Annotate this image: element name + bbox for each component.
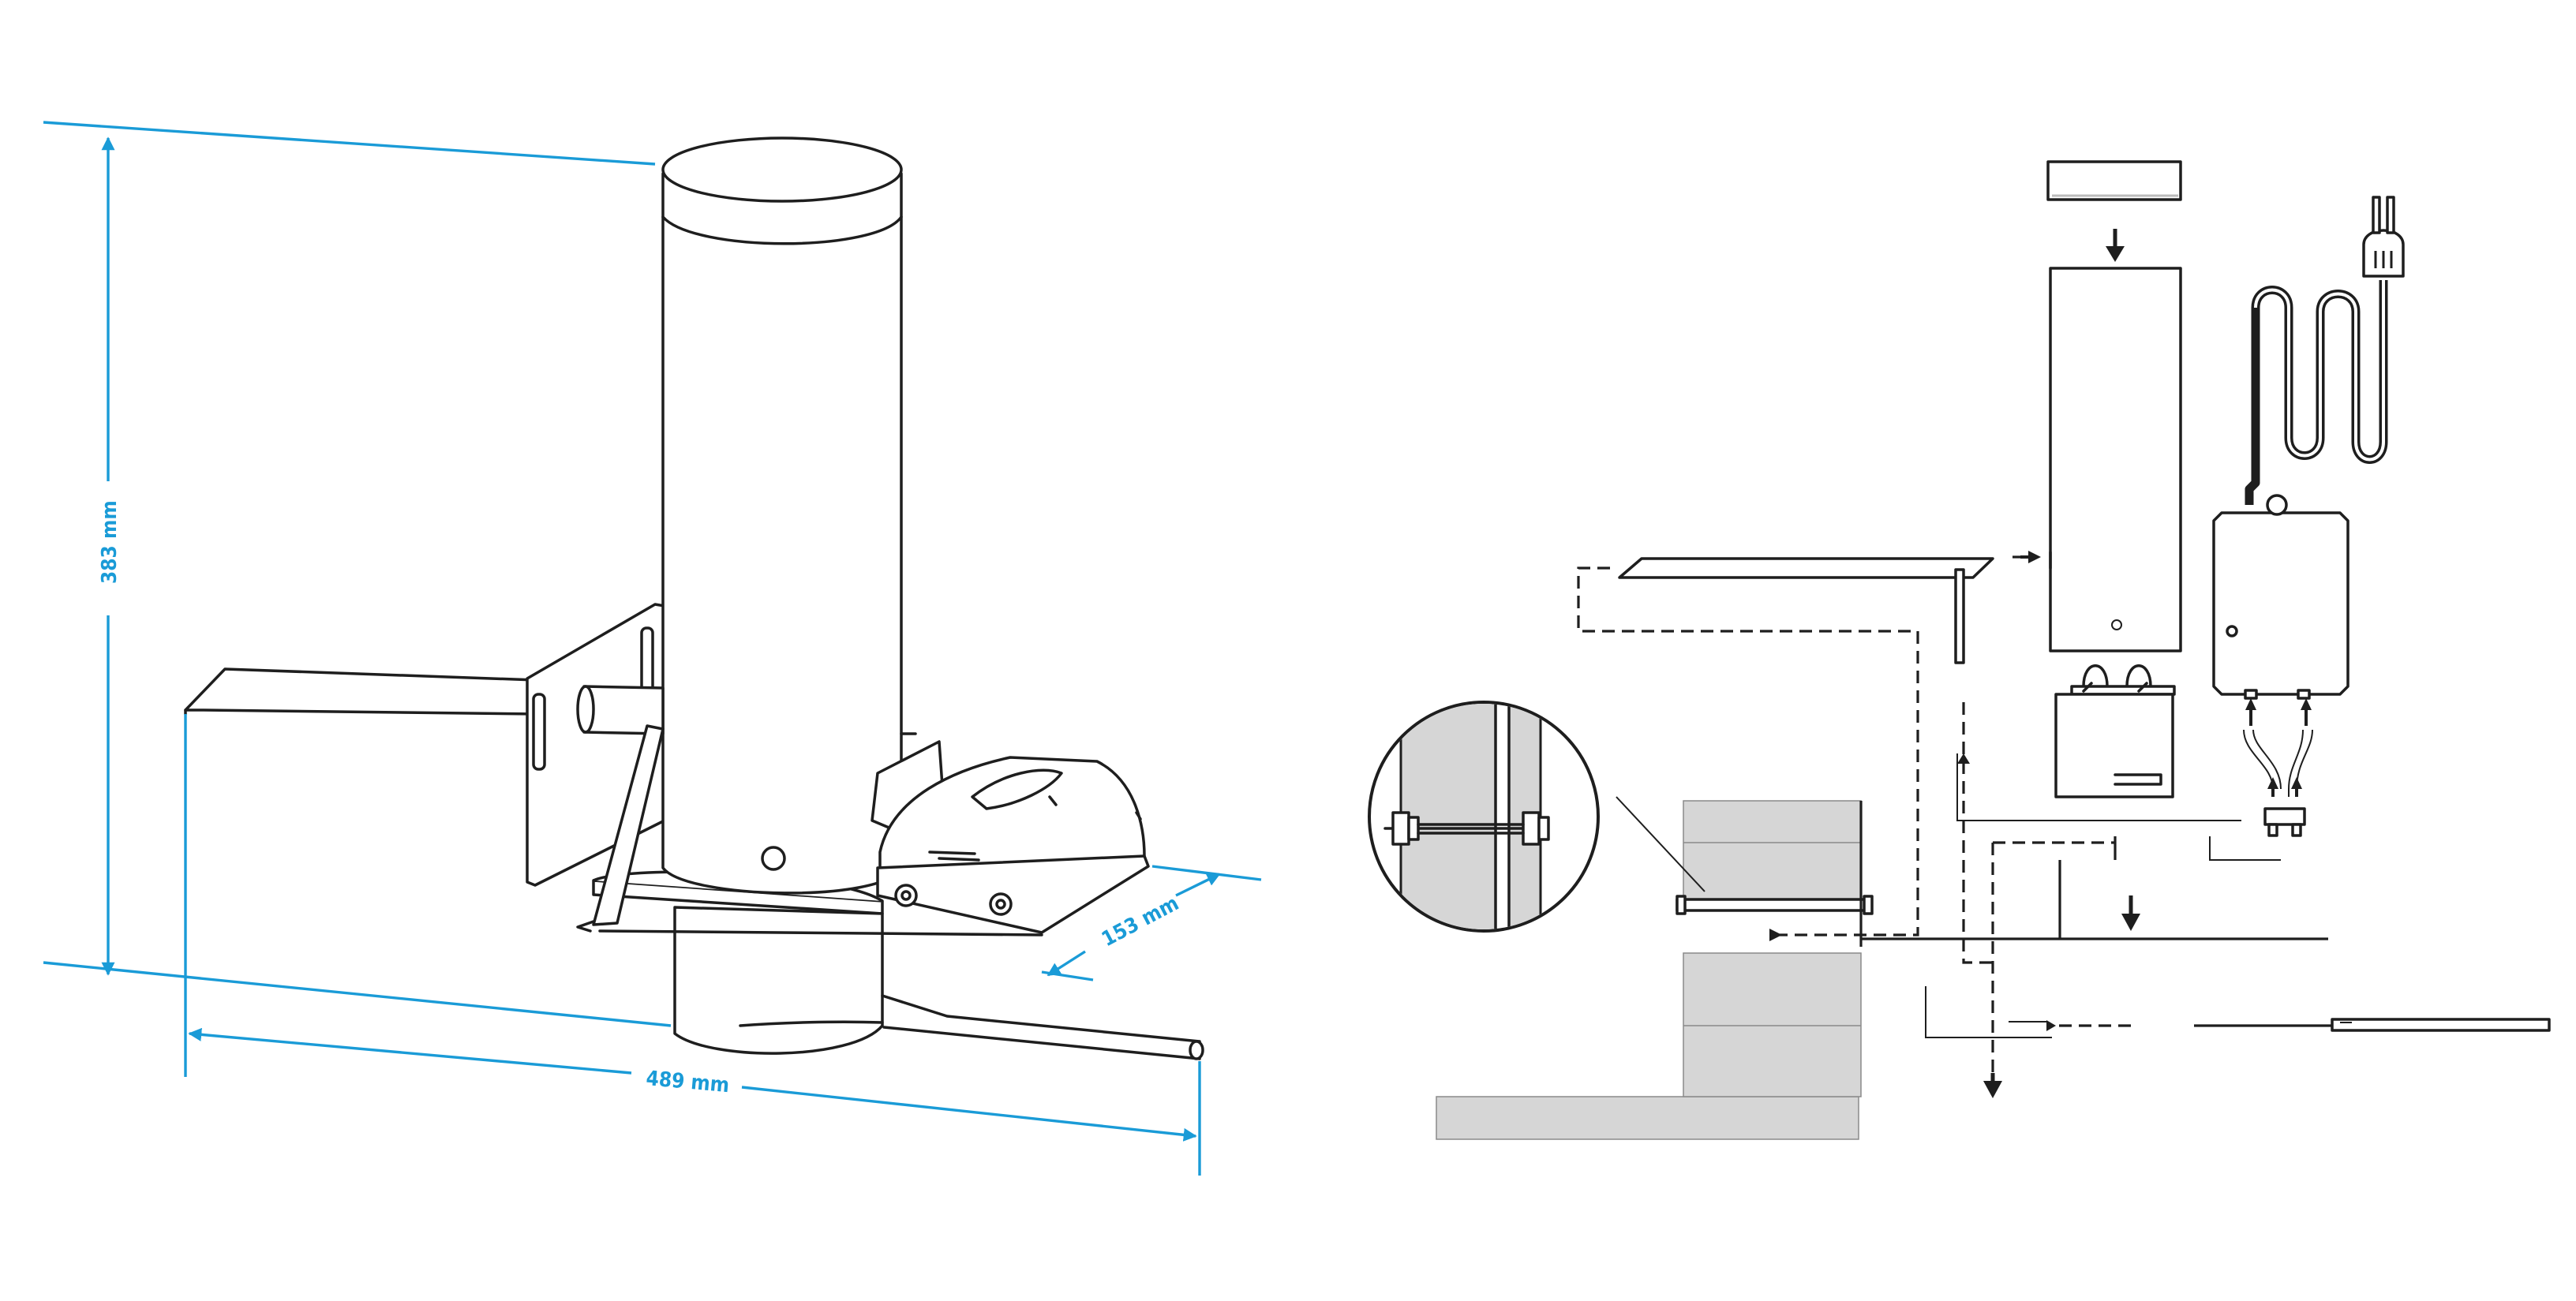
arrow-left-icon: [1769, 929, 1782, 941]
dashed-assembly-paths: [1577, 555, 2131, 1081]
container-body: [2049, 267, 2182, 652]
depth-label: 153 mm: [1098, 892, 1182, 951]
arm-plate: [1618, 557, 1994, 664]
sensor-rod: [2194, 1018, 2551, 1032]
foundation-blocks: [1436, 800, 1862, 1140]
arrow-left-icon: [2046, 1020, 2056, 1031]
detail-circle: [1368, 701, 1705, 933]
arrow-down-icon: [2121, 914, 2140, 931]
arrow-down-icon: [1983, 1081, 2002, 1098]
ground-lines: [1861, 836, 2328, 1038]
height-dimension: 383 mm: [43, 121, 672, 1027]
height-label: 383 mm: [98, 500, 122, 584]
arrow-up-icon: [1957, 753, 1970, 764]
support-bracket: [576, 685, 665, 933]
mounting-arm: [184, 667, 538, 716]
motor-front: [2054, 664, 2176, 798]
power-plug-icon: [2362, 196, 2405, 278]
power-cord: [2245, 196, 2405, 505]
lower-cylinder: [673, 906, 1204, 1060]
cable-splitter: [2243, 698, 2313, 837]
arrow-right-icon: [2028, 551, 2041, 563]
isometric-product-view: 383 mm 489 mm 153 mm: [43, 121, 1262, 1176]
control-box: [2212, 494, 2349, 700]
motor-housing: [871, 740, 1150, 934]
arrow-down-icon: [2106, 246, 2125, 262]
installation-schematic: [1368, 160, 2551, 1140]
anchor-bolt: [1676, 801, 1874, 947]
width-label: 489 mm: [645, 1067, 730, 1097]
base-edge: [598, 929, 1043, 936]
lid: [2046, 160, 2182, 201]
flow-arrows: [1769, 229, 2140, 1098]
